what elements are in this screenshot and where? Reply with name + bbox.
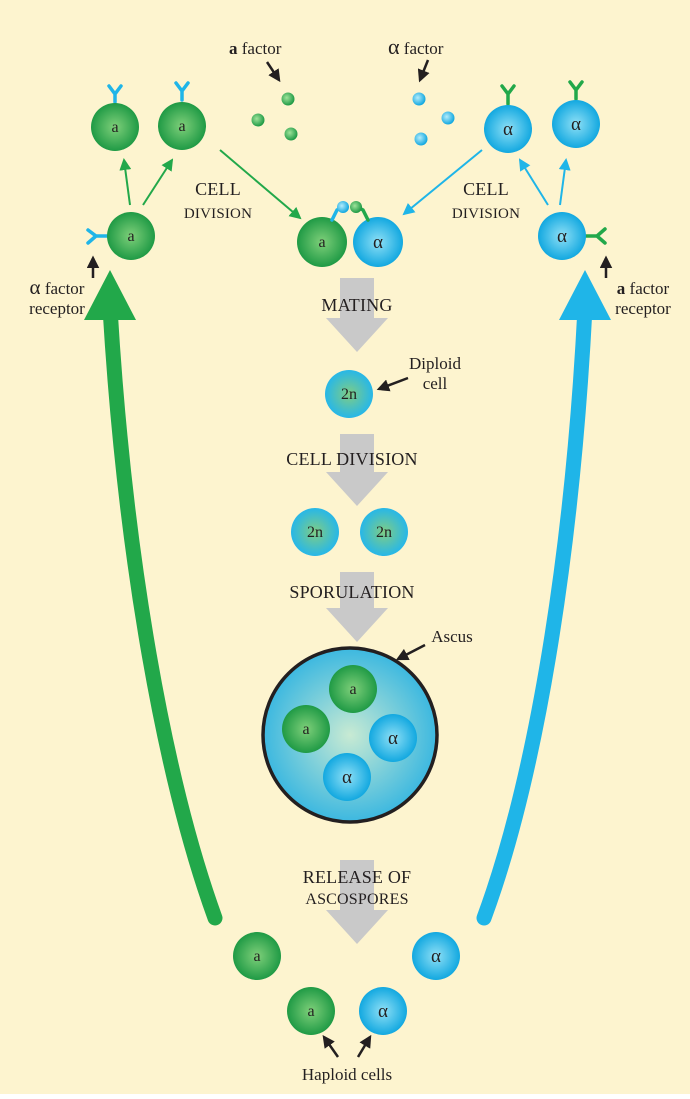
mating-label: Mating: [321, 295, 392, 315]
a-factor-label: a factor: [229, 39, 282, 83]
process-arrow-mating: [326, 278, 388, 352]
ascospore-alpha-label: α: [342, 767, 352, 788]
diploid-label-line1: Diploid: [409, 354, 461, 373]
diploid-cell-label: Diploid cell: [376, 354, 461, 393]
a-factor-text: factor: [238, 39, 282, 58]
process-arrow-sporulation: [326, 572, 388, 642]
haploid-a-cell-2: a: [287, 987, 335, 1035]
a-receptor-line2: receptor: [615, 299, 671, 318]
a-factor-molecules: [251, 92, 298, 141]
alpha-cell-label: α: [557, 226, 567, 247]
diploid-label: 2n: [307, 524, 323, 541]
right-cycle-arrow: [476, 270, 611, 926]
release-label: Release of ascospores: [303, 867, 412, 908]
cell-division-left-line2: division: [184, 206, 252, 222]
haploid-alpha-cell-1: α: [359, 987, 407, 1035]
a-cell-parent: a: [86, 212, 155, 260]
alpha-factor-symbol: α: [388, 34, 400, 59]
mating-a-cell: [297, 217, 347, 267]
alpha-cell-label: α: [503, 119, 513, 140]
a-receptor-text: factor: [625, 279, 669, 298]
alpha-cell-top-1: α: [484, 84, 532, 153]
cell-division-center-label: Cell division: [286, 449, 417, 469]
left-cycle-arrow: [84, 270, 223, 926]
cell-division-right-label: Cell division: [452, 179, 520, 222]
alpha-factor-receptor-label: α factor receptor: [29, 255, 100, 318]
haploid-alpha-label: α: [431, 946, 441, 967]
diploid-label: 2n: [341, 386, 357, 403]
ascospore-a-label: a: [349, 681, 356, 698]
release-line2: ascospores: [305, 891, 408, 908]
alpha-factor-molecules: [412, 92, 455, 146]
a-factor-receptor-label: a factor receptor: [599, 255, 671, 318]
a-cell-top-2: a: [158, 81, 206, 150]
mating-a-label: a: [318, 234, 325, 251]
a-factor-bold: a: [229, 39, 238, 58]
mating-alpha-label: α: [373, 232, 383, 253]
a-cell-division-arrows: [119, 149, 302, 220]
alpha-cell-top-2: α: [552, 80, 600, 148]
process-arrow-release: [326, 860, 388, 944]
diploid-label-line2: cell: [423, 374, 448, 393]
alpha-cell-division-arrows: [402, 149, 571, 216]
alpha-cell-parent: α: [538, 212, 607, 260]
svg-text:α factor: α factor: [388, 34, 444, 59]
alpha-cell-label: α: [571, 114, 581, 135]
a-receptor-bold: a: [617, 279, 626, 298]
mating-alpha-cell: [353, 217, 403, 267]
process-arrow-cell-division: [326, 434, 388, 506]
haploid-alpha-cell-2: α: [412, 932, 460, 980]
haploid-alpha-label: α: [378, 1001, 388, 1022]
diploid-cell: 2n: [325, 370, 373, 418]
cell-division-right-line2: division: [452, 206, 520, 222]
ascus-text: Ascus: [431, 627, 473, 646]
svg-text:a factor: a factor: [617, 279, 670, 298]
sporulation-label: Sporulation: [289, 582, 414, 602]
a-cell-top-1: a: [91, 84, 139, 151]
haploid-a-label: a: [253, 948, 260, 965]
diploid-daughter-left: 2n: [291, 508, 339, 556]
ascus-label: Ascus: [395, 627, 473, 661]
ascospore-alpha-label: α: [388, 728, 398, 749]
svg-text:a factor: a factor: [229, 39, 282, 58]
diploid-label: 2n: [376, 524, 392, 541]
alpha-receptor-line2: receptor: [29, 299, 85, 318]
a-cell-label: a: [111, 119, 118, 136]
cell-division-left-label: Cell division: [184, 179, 252, 222]
diploid-daughter-right: 2n: [360, 508, 408, 556]
haploid-cells-text: Haploid cells: [302, 1065, 392, 1084]
mating-pair: a α: [297, 201, 403, 267]
haploid-a-label: a: [307, 1003, 314, 1020]
release-line1: Release of: [303, 867, 412, 887]
a-cell-label: a: [178, 118, 185, 135]
ascus: a a α α: [261, 646, 439, 824]
alpha-factor-text: factor: [400, 39, 444, 58]
cell-division-left-line1: Cell: [195, 179, 241, 199]
haploid-a-cell-1: a: [233, 932, 281, 980]
haploid-cells-label: Haploid cells: [302, 1034, 392, 1084]
svg-text:α factor: α factor: [30, 275, 85, 299]
ascospore-a-label: a: [302, 721, 309, 738]
alpha-receptor-symbol: α: [30, 275, 41, 299]
a-cell-label: a: [127, 228, 134, 245]
alpha-factor-label: α factor: [388, 34, 444, 83]
alpha-receptor-text: factor: [41, 279, 85, 298]
cell-division-right-line1: Cell: [463, 179, 509, 199]
